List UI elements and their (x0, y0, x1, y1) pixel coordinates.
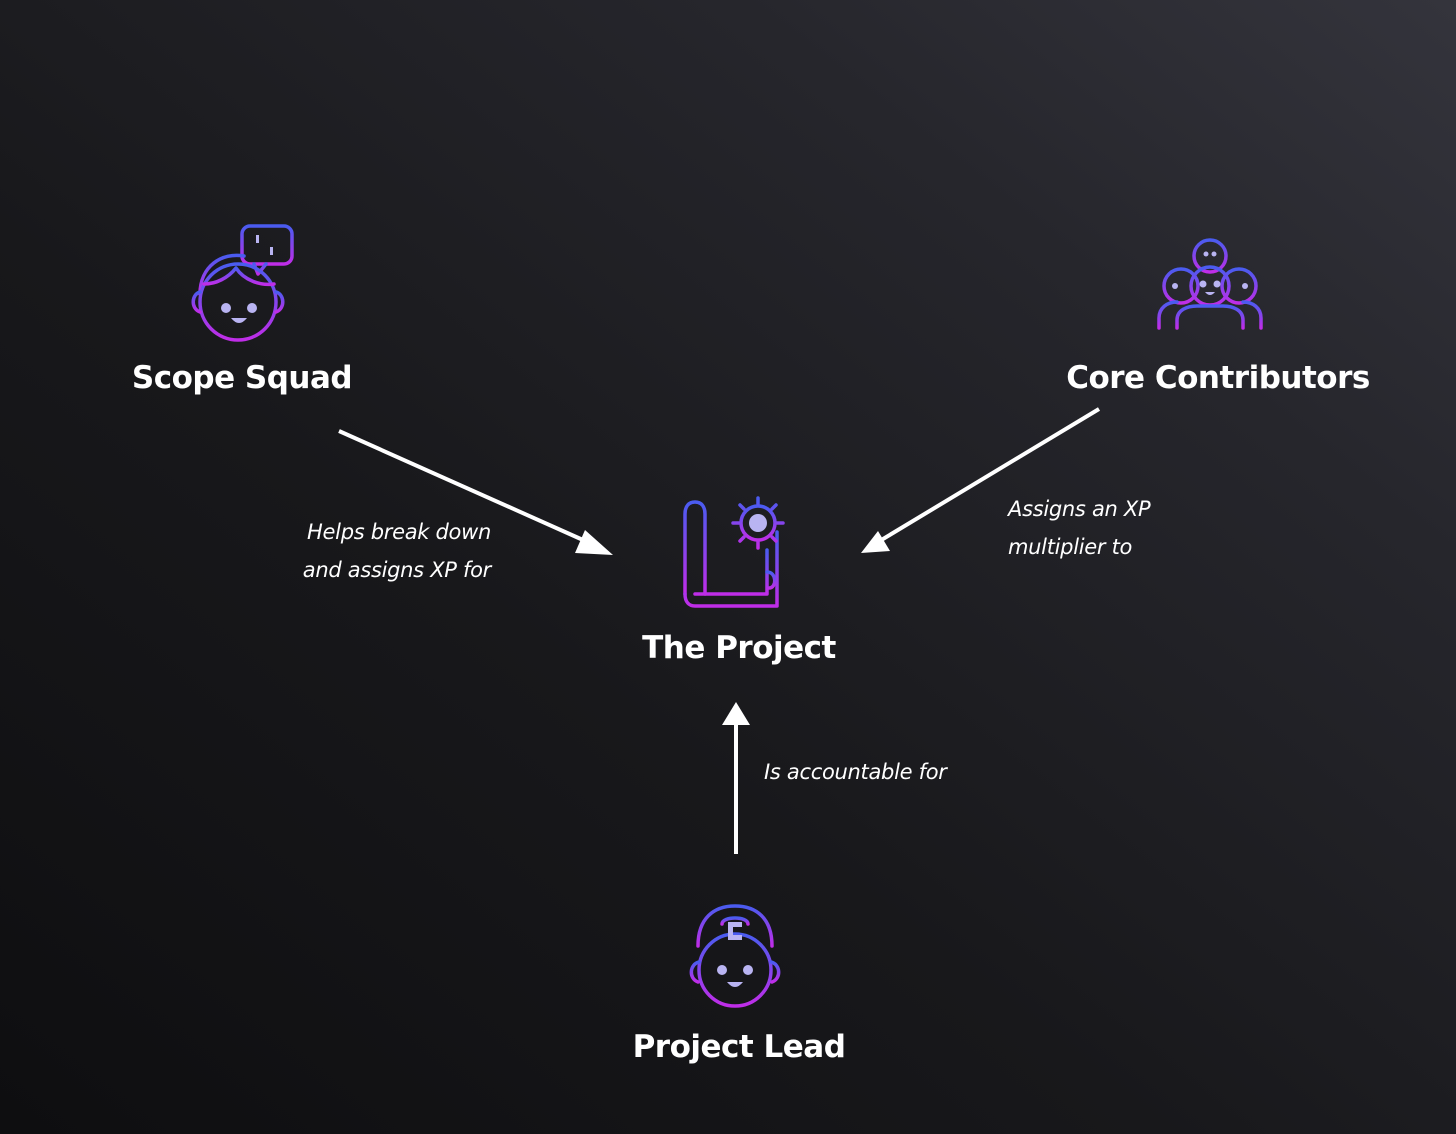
group-of-people-icon (1155, 238, 1265, 330)
edge-label-core-contributors: Assigns an XP multiplier to (1008, 490, 1151, 566)
project-lead-title: Project Lead (632, 1029, 846, 1065)
arrow-core-contributors-to-project (861, 407, 1101, 553)
edge-label-line: Assigns an XP (1008, 497, 1151, 521)
edge-label-scope-squad: Helps break down and assigns XP for (302, 513, 492, 589)
person-with-chat-bubble-icon (191, 224, 294, 342)
arrow-scope-squad-to-project (338, 429, 613, 555)
edge-label-line: and assigns XP for (302, 558, 492, 582)
the-project-title: The Project (642, 630, 836, 666)
person-with-cap-icon (689, 904, 781, 1008)
core-contributors-title: Core Contributors (1066, 360, 1370, 396)
blueprint-with-gear-icon (683, 496, 785, 608)
scope-squad-title: Scope Squad (131, 360, 353, 396)
arrow-project-lead-to-project (722, 702, 750, 854)
edge-label-line: Is accountable for (764, 760, 947, 784)
edge-label-line: multiplier to (1008, 535, 1133, 559)
edge-label-line: Helps break down (307, 520, 491, 544)
edge-label-project-lead: Is accountable for (764, 753, 947, 791)
